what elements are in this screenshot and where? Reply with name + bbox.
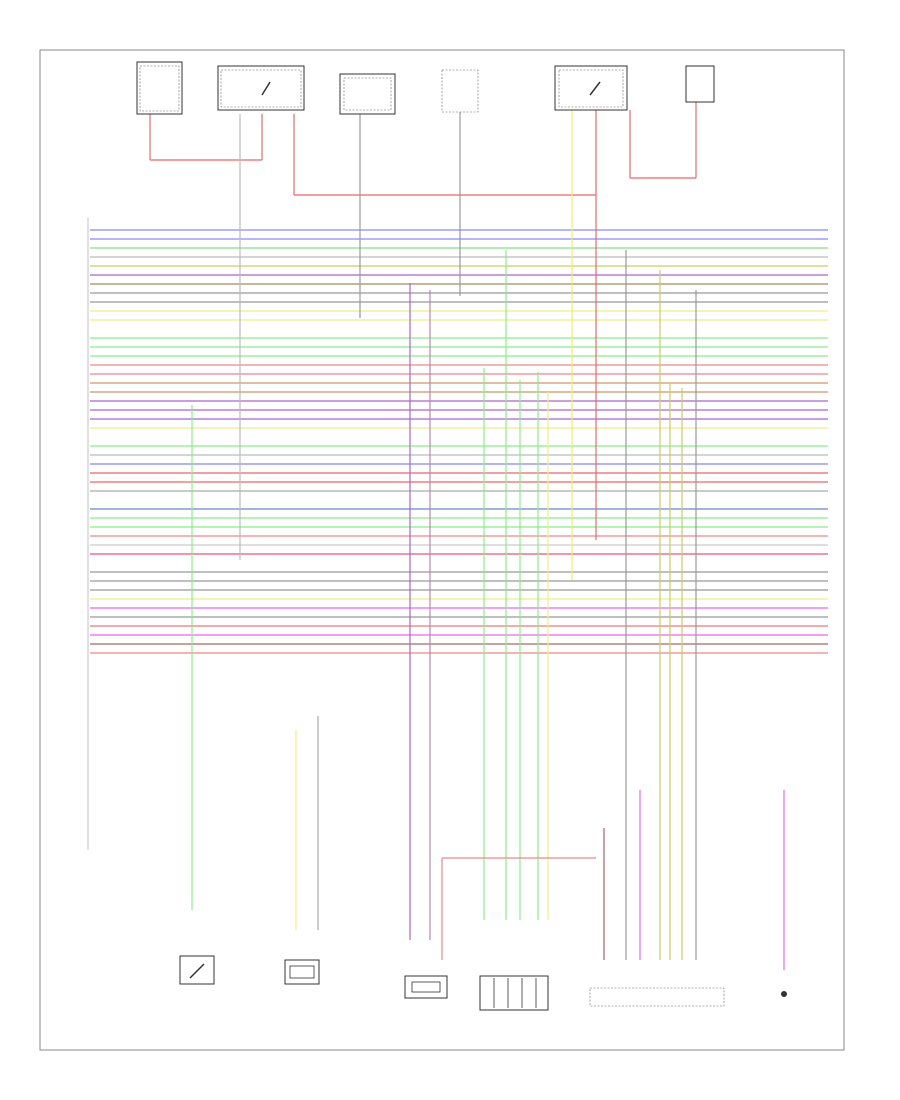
bottom-component-4	[479, 975, 549, 1011]
wire-harness	[90, 229, 828, 654]
top-component-4	[441, 69, 479, 113]
bottom-component-1	[179, 955, 215, 985]
top-component-2	[217, 65, 305, 111]
diagram-frame	[39, 49, 845, 1051]
bottom-component-3	[404, 975, 448, 999]
top-component-3	[339, 73, 396, 115]
bottom-component-6	[781, 991, 787, 997]
top-component-6	[685, 65, 715, 103]
bottom-component-2	[284, 959, 320, 985]
bottom-component-5	[589, 987, 725, 1007]
top-component-1	[136, 61, 183, 115]
vertical-wires	[149, 102, 785, 970]
top-component-5	[554, 65, 628, 111]
